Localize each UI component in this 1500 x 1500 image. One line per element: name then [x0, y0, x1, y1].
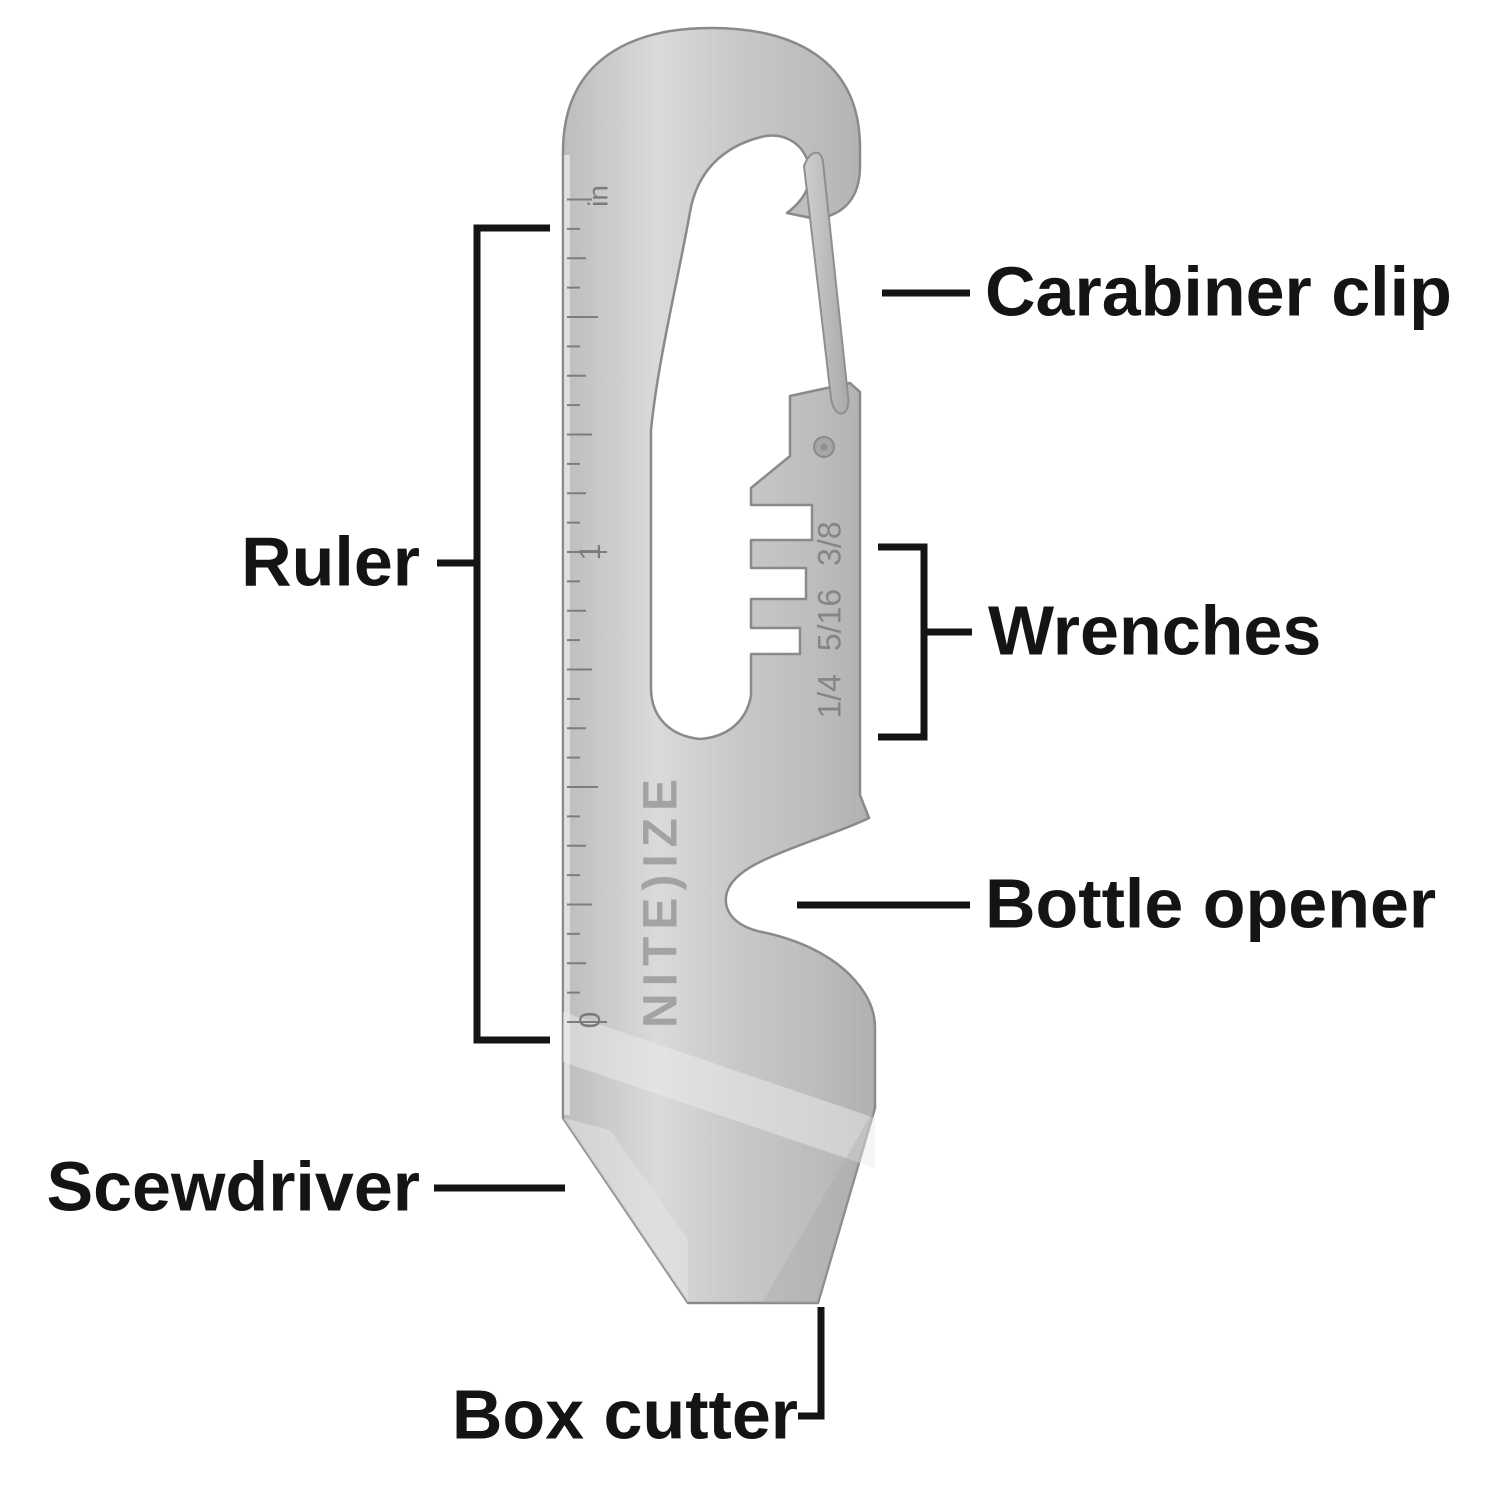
- multi-tool: in 1 0 1/4 5/16 3/8 NITE)IZE: [561, 26, 877, 1305]
- label-ruler: Ruler: [241, 522, 420, 601]
- metal-sheen: [563, 1012, 875, 1168]
- gate-rivet-center-icon: [820, 443, 828, 451]
- label-carabiner-clip: Carabiner clip: [985, 252, 1452, 331]
- wrenches-bracket: [878, 543, 928, 741]
- ruler-number-1: 1: [574, 544, 607, 561]
- wrench-sizes-label: 1/4 5/16 3/8: [811, 521, 847, 718]
- box-cutter-callout-line: [798, 1307, 825, 1420]
- tool-body: [561, 26, 877, 1305]
- ruler-number-0: 0: [574, 1012, 607, 1029]
- tip-right-bevel: [762, 1108, 875, 1303]
- ruler-unit-label: in: [582, 185, 613, 207]
- label-bottle-opener: Bottle opener: [985, 864, 1437, 943]
- ruler-ticks: [567, 198, 607, 1023]
- label-box-cutter: Box cutter: [451, 1375, 798, 1454]
- ruler-bracket: [473, 224, 550, 1044]
- tip-left-bevel: [563, 1118, 688, 1303]
- brand-engraving: NITE)IZE: [635, 772, 688, 1028]
- carabiner-wire-gate-icon: [802, 151, 850, 415]
- left-edge-highlight: [564, 155, 570, 1115]
- label-wrenches: Wrenches: [988, 591, 1322, 670]
- label-screwdriver: Scewdriver: [46, 1147, 420, 1226]
- callouts: [434, 224, 972, 1420]
